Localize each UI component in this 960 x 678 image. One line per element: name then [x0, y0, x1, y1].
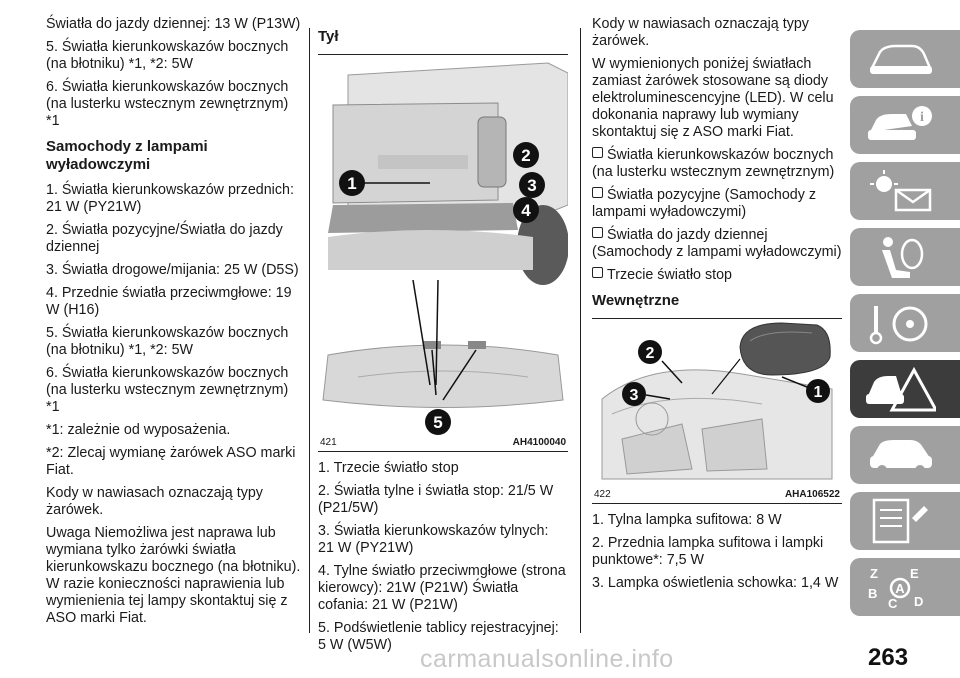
figure-number: 421 [320, 437, 337, 448]
list-item: 2. Przednia lampka sufitowa i lampki pun… [592, 535, 824, 568]
tab-car-info[interactable]: i [850, 96, 960, 154]
callout-1: 1 [339, 170, 365, 196]
svg-text:D: D [914, 594, 923, 609]
list-item: 3. Światła drogowe/mijania: 25 W (D5S) [46, 262, 299, 278]
svg-text:i: i [920, 110, 924, 125]
svg-text:A: A [895, 581, 905, 596]
list-item: 6. Światła kierunkowskazów bocznych (na … [46, 365, 289, 415]
column-3: Kody w nawiasach oznaczają typy żarówek.… [592, 16, 842, 598]
callout-2: 2 [513, 142, 539, 168]
footnote: *1: zależnie od wyposażenia. [46, 422, 231, 438]
list-item: 1. Światła kierunkowskazów przednich: 21… [46, 182, 294, 215]
column-divider [309, 28, 310, 633]
svg-text:1: 1 [347, 174, 356, 193]
steering-wheel-icon [869, 306, 928, 345]
rear-lights-figure: 1 2 3 4 5 421 AH4100040 [318, 55, 569, 452]
list-item: 1. Tylna lampka sufitowa: 8 W [592, 512, 782, 528]
section-heading: Samochody z lampami wyładowczymi [46, 138, 208, 173]
column-divider [580, 28, 581, 633]
watermark: carmanualsonline.info [420, 645, 674, 673]
tab-steering[interactable] [850, 294, 960, 352]
divider [318, 54, 568, 55]
svg-text:E: E [910, 566, 919, 581]
svg-text:Z: Z [870, 566, 878, 581]
column-1: Światła do jazdy dziennej: 13 W (P13W) 5… [46, 16, 304, 633]
car-window-icon [869, 44, 932, 74]
svg-text:3: 3 [630, 387, 639, 404]
list-item: 2. Światła tylne i światła stop: 21/5 W … [318, 483, 554, 516]
column-2: Tył 1 [318, 28, 569, 660]
tab-specs[interactable] [850, 492, 960, 550]
list-item: 5. Światła kierunkowskazów bocznych (na … [46, 325, 289, 358]
text-line: Światła do jazdy dziennej: 13 W (P13W) [46, 16, 301, 32]
svg-text:1: 1 [814, 384, 823, 401]
airbag-seat-icon [882, 237, 924, 278]
specs-list-icon [872, 498, 928, 544]
section-heading: Wewnętrzne [592, 292, 680, 309]
led-item: Światła pozycyjne (Samochody z lampami w… [592, 187, 816, 220]
list-item: 2. Światła pozycyjne/Światła do jazdy dz… [46, 222, 283, 255]
led-item: Światła do jazdy dziennej (Samochody z l… [592, 227, 842, 260]
tab-warning-lights[interactable] [850, 162, 960, 220]
callout-3: 3 [519, 172, 545, 198]
list-item: 3. Lampka oświetlenia schowka: 1,4 W [592, 575, 839, 591]
text-line: Kody w nawiasach oznaczają typy żarówek. [592, 16, 809, 49]
tab-service[interactable] [850, 426, 960, 484]
car-service-icon [870, 440, 932, 475]
bullet-box-icon [592, 227, 603, 238]
svg-text:2: 2 [646, 345, 655, 362]
section-heading: Tył [318, 28, 339, 45]
text-line: W wymienionych poniżej światłach zamiast… [592, 56, 834, 140]
svg-text:C: C [888, 596, 898, 610]
note: Uwaga Niemożliwa jest naprawa lub wymian… [46, 525, 301, 626]
text-line: 5. Światła kierunkowskazów bocznych (na … [46, 39, 289, 72]
callout-3: 3 [622, 382, 646, 406]
index-az-icon: Z E BC DA [868, 566, 923, 610]
interior-lights-figure: 1 2 3 422 AHA106522 [592, 319, 842, 504]
cabin-illustration: 1 2 3 [601, 322, 833, 480]
figure-code: AH4100040 [512, 437, 566, 448]
list-item: 5. Podświetlenie tablicy rejestracyjnej:… [318, 620, 559, 653]
warning-lights-icon [870, 170, 932, 212]
page-number: 263 [868, 644, 909, 671]
callout-1: 1 [806, 379, 830, 403]
bullet-box-icon [592, 187, 603, 198]
figure-code: AHA106522 [784, 489, 840, 500]
divider [592, 318, 842, 319]
led-item: Światła kierunkowskazów bocznych (na lus… [592, 147, 835, 180]
callout-2: 2 [638, 340, 662, 364]
bullet-box-icon [592, 267, 603, 278]
svg-text:5: 5 [433, 413, 442, 432]
callout-5: 5 [425, 409, 451, 435]
pickup-rear-illustration: 1 2 3 4 5 [322, 62, 569, 435]
svg-text:3: 3 [527, 176, 536, 195]
callout-4: 4 [513, 197, 539, 223]
text-line: Kody w nawiasach oznaczają typy żarówek. [46, 485, 263, 518]
list-item: 3. Światła kierunkowskazów tylnych: 21 W… [318, 523, 549, 556]
list-item: 1. Trzecie światło stop [318, 460, 459, 476]
tab-breakdown[interactable] [850, 360, 960, 418]
car-info-icon: i [868, 106, 932, 140]
car-breakdown-icon [866, 366, 936, 412]
tab-airbag[interactable] [850, 228, 960, 286]
footnote: *2: Zlecaj wymianę żarówek ASO marki Fia… [46, 445, 296, 478]
text-line: 6. Światła kierunkowskazów bocznych (na … [46, 79, 289, 129]
figure-number: 422 [594, 489, 611, 500]
svg-text:4: 4 [521, 201, 531, 220]
list-item: 4. Tylne światło przeciwmgłowe (strona k… [318, 563, 566, 613]
led-item: Trzecie światło stop [592, 267, 842, 284]
tab-car-window[interactable] [850, 30, 960, 88]
list-item: 4. Przednie światła przeciwmgłowe: 19 W … [46, 285, 292, 318]
svg-text:2: 2 [521, 146, 530, 165]
bullet-box-icon [592, 147, 603, 158]
svg-text:B: B [868, 586, 877, 601]
